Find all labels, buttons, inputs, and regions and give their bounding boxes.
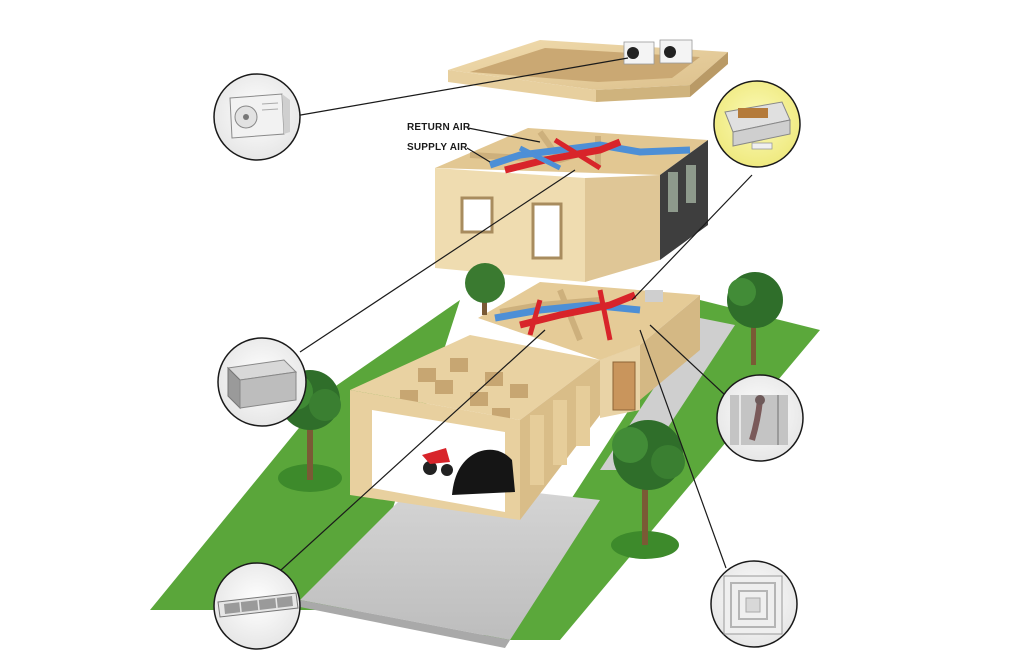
supply-air-duct-upper — [504, 138, 622, 174]
roof-slab — [448, 39, 728, 102]
tree-right-back — [727, 272, 783, 365]
callout-rectangular-duct — [217, 337, 307, 427]
supply-air-duct-lower — [519, 291, 637, 329]
callout-outdoor-unit — [213, 73, 301, 161]
leader-diffuser — [639, 329, 727, 569]
return-air-label: RETURN AIR — [407, 122, 471, 133]
leader-flex-duct — [649, 324, 726, 396]
callout-ceiling-diffuser — [710, 560, 798, 648]
rooftop-ac-units — [623, 39, 693, 65]
callout-flexible-duct — [716, 374, 804, 462]
tree-center — [465, 263, 505, 315]
return-air-duct-upper — [488, 141, 691, 169]
leader-linear-grille — [269, 329, 546, 581]
linear-grille-icon — [217, 592, 299, 618]
leader-duct — [299, 169, 576, 353]
motorbike — [422, 448, 453, 476]
fan-coil-unit-icon — [724, 101, 791, 150]
driveway — [300, 480, 600, 640]
duct-section-icon — [226, 359, 298, 410]
ceiling-diffuser-icon — [723, 575, 783, 635]
return-air-duct-lower — [494, 301, 641, 322]
leader-outdoor-unit — [294, 57, 629, 117]
car — [452, 449, 515, 495]
leader-fan-coil — [631, 174, 753, 301]
callout-linear-grille — [213, 562, 301, 650]
callout-fan-coil-unit — [713, 80, 801, 168]
leader-return-air — [467, 127, 541, 143]
ground-floor — [350, 282, 700, 520]
tree-right-front — [611, 420, 685, 559]
trees — [277, 263, 783, 559]
flex-duct-icon — [730, 395, 788, 445]
supply-air-label: SUPPLY AIR — [407, 142, 468, 153]
leader-supply-air — [466, 147, 491, 163]
upper-floor — [435, 128, 708, 282]
ac-outdoor-unit-icon — [229, 93, 290, 139]
driveway-edge — [290, 600, 510, 648]
leader-lines — [269, 57, 753, 581]
